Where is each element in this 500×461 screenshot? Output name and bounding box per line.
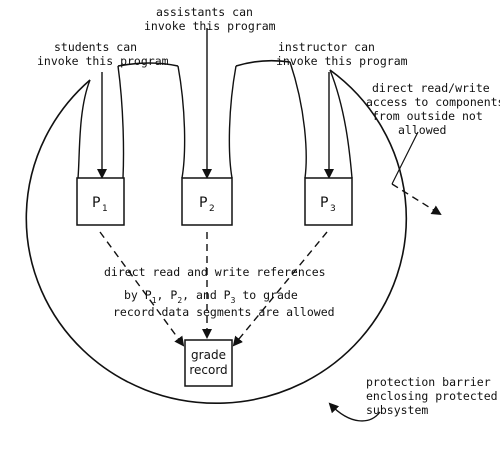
svg-text:direct read/write: direct read/write: [372, 81, 490, 95]
instructor-label: instructor can invoke this program: [276, 40, 408, 68]
svg-text:direct read and write referenc: direct read and write references: [104, 265, 326, 279]
assistants-label: assistants can invoke this program: [144, 5, 276, 33]
svg-text:assistants can: assistants can: [156, 5, 253, 19]
students-label: students can invoke this program: [37, 40, 169, 68]
svg-text:students can: students can: [54, 40, 137, 54]
barrier-segment-right: [235, 59, 291, 67]
svg-text:subsystem: subsystem: [366, 403, 428, 417]
svg-text:1: 1: [102, 204, 108, 214]
program-box-p2: P 2: [181, 177, 233, 226]
grade-record-box: grade record: [184, 339, 233, 387]
gate-p1-right: [117, 65, 125, 179]
svg-text:invoke this program: invoke this program: [276, 54, 408, 68]
barrier-leader-arrow: [328, 402, 381, 422]
barrier-segment-left: [117, 62, 179, 67]
svg-text:enclosing protected: enclosing protected: [366, 389, 498, 403]
gate-p2-right: [228, 65, 237, 179]
svg-text:P: P: [199, 195, 207, 211]
svg-text:2: 2: [209, 204, 215, 214]
outside-access-label: direct read/write access to components f…: [366, 81, 500, 137]
program-box-p3: P 3: [304, 177, 353, 226]
references-label: direct read and write references by P1, …: [104, 265, 335, 319]
svg-text:allowed: allowed: [398, 123, 446, 137]
program-box-p1: P 1: [76, 177, 125, 226]
svg-text:access to components: access to components: [366, 95, 500, 109]
barrier-label: protection barrier enclosing protected s…: [366, 375, 498, 417]
svg-text:invoke this program: invoke this program: [37, 54, 169, 68]
svg-text:grade: grade: [191, 348, 226, 362]
svg-text:from outside not: from outside not: [372, 109, 483, 123]
protection-barrier-circle: [25, 69, 408, 404]
svg-text:3: 3: [330, 204, 336, 214]
svg-text:protection barrier: protection barrier: [366, 375, 491, 389]
ref-arrow-p3: [232, 231, 328, 347]
outside-access-leader: [391, 131, 419, 185]
svg-text:invoke this program: invoke this program: [144, 19, 276, 33]
svg-text:P: P: [92, 195, 100, 211]
svg-text:record: record: [189, 363, 227, 377]
svg-text:P: P: [320, 195, 328, 211]
svg-text:record data segments are allow: record data segments are allowed: [113, 305, 335, 319]
gate-p1-left: [77, 79, 91, 179]
gate-p2-left: [177, 65, 186, 179]
gate-p3-left: [289, 61, 307, 179]
svg-text:instructor can: instructor can: [278, 40, 375, 54]
svg-text:by P1, P2, and P3 to grade: by P1, P2, and P3 to grade: [124, 288, 298, 305]
gate-p3-right: [329, 69, 353, 179]
outside-access-arrow: [391, 183, 442, 216]
